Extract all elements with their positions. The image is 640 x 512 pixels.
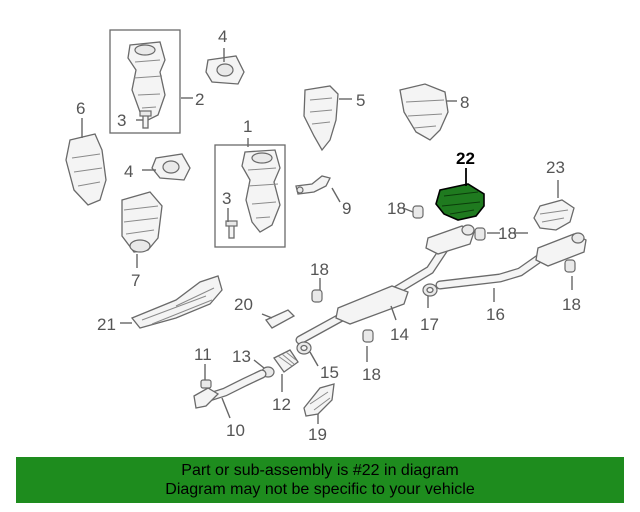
part-14-center-pipe[interactable]	[295, 224, 475, 345]
part-12-flex-pipe[interactable]	[273, 349, 299, 373]
label-18-d: 18	[362, 365, 381, 384]
part-7-converter[interactable]	[121, 191, 163, 253]
label-20: 20	[234, 295, 253, 314]
label-13: 13	[232, 347, 251, 366]
part-18-hanger-b[interactable]	[474, 227, 486, 241]
banner-line-1: Part or sub-assembly is #22 in diagram	[181, 462, 459, 479]
exhaust-parts-diagram: 4 2 3 5 6 4 7 8 1 3 9 22 23 18 18 18 18 …	[65, 27, 587, 444]
part-5-heat-shield[interactable]	[303, 85, 339, 152]
label-19: 19	[308, 425, 327, 444]
label-17: 17	[420, 315, 439, 334]
label-7: 7	[131, 271, 140, 290]
label-18-a: 18	[387, 199, 406, 218]
label-3-upper: 3	[117, 111, 126, 130]
label-4-upper: 4	[218, 27, 227, 46]
label-12: 12	[272, 395, 291, 414]
part-3-bolt-upper[interactable]	[139, 110, 152, 129]
part-20-bracket[interactable]	[264, 309, 296, 329]
part-8-heat-shield[interactable]	[399, 83, 449, 141]
label-11: 11	[194, 345, 212, 364]
part-1-converter-assembly[interactable]	[214, 144, 286, 248]
part-3-bolt-lower[interactable]	[225, 220, 238, 239]
banner-line-2: Diagram may not be specific to your vehi…	[165, 481, 475, 498]
part-19-heat-shield[interactable]	[303, 383, 335, 417]
part-4-gasket-upper[interactable]	[205, 55, 245, 85]
part-4-gasket-lower[interactable]	[151, 153, 191, 181]
label-6: 6	[76, 99, 85, 118]
part-9-bracket[interactable]	[295, 175, 331, 195]
part-18-hanger-d[interactable]	[362, 329, 374, 343]
part-11-nut[interactable]	[200, 379, 212, 389]
part-18-hanger-a[interactable]	[412, 205, 424, 219]
label-14: 14	[390, 325, 409, 344]
label-16: 16	[486, 305, 505, 324]
part-23-heat-shield[interactable]	[533, 199, 575, 231]
label-3-lower: 3	[222, 189, 231, 208]
label-22: 22	[456, 149, 475, 168]
part-17-gasket[interactable]	[422, 283, 438, 297]
part-21-heat-shield[interactable]	[130, 275, 223, 329]
label-4-lower: 4	[124, 162, 133, 181]
part-16-rear-muffler-pipe[interactable]	[435, 232, 587, 290]
part-18-hanger-c[interactable]	[311, 289, 323, 303]
label-15: 15	[320, 363, 339, 382]
label-5: 5	[356, 91, 365, 110]
leader-lines	[81, 48, 573, 424]
part-15-gasket[interactable]	[296, 341, 312, 355]
label-10: 10	[226, 421, 245, 440]
info-banner: Part or sub-assembly is #22 in diagram D…	[16, 457, 624, 503]
label-18-b: 18	[498, 224, 517, 243]
part-18-hanger-e[interactable]	[564, 259, 576, 273]
part-labels: 4 2 3 5 6 4 7 8 1 3 9 22 23 18 18 18 18 …	[76, 27, 581, 444]
part-2-converter-assembly[interactable]	[109, 29, 181, 134]
part-6-heat-shield[interactable]	[65, 133, 107, 206]
label-1: 1	[243, 117, 252, 136]
label-2: 2	[195, 90, 204, 109]
label-18-e: 18	[562, 295, 581, 314]
label-21: 21	[97, 315, 116, 334]
part-10-front-pipe[interactable]	[193, 369, 267, 409]
part-22-heat-shield-highlighted[interactable]	[435, 183, 485, 221]
label-23: 23	[546, 158, 565, 177]
label-9: 9	[342, 199, 351, 218]
label-18-c: 18	[310, 260, 329, 279]
label-8: 8	[460, 93, 469, 112]
